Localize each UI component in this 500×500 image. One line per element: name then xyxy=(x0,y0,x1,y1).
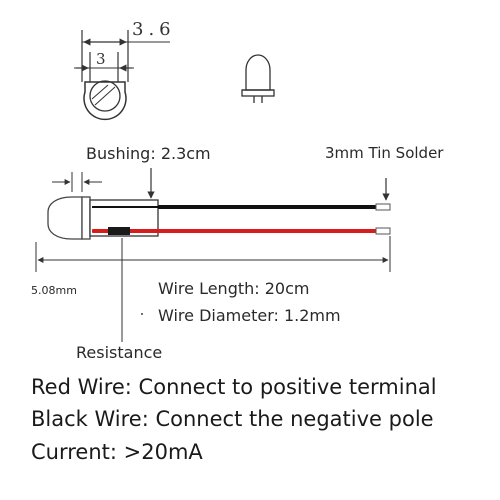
black-wire xyxy=(158,205,376,209)
tin-solder-label: 3mm Tin Solder xyxy=(325,144,444,162)
length-dimension xyxy=(35,236,391,272)
red-wire xyxy=(92,229,376,233)
resistance-label: Resistance xyxy=(76,343,163,362)
current-note: Current: >20mA xyxy=(31,440,203,464)
bushing-label: Bushing: 2.3cm xyxy=(86,144,211,163)
dim-inner-label: 3 xyxy=(96,50,106,68)
black-wire-note: Black Wire: Connect the negative pole xyxy=(31,407,434,431)
led-dome xyxy=(47,196,83,240)
red-wire-note: Red Wire: Connect to positive terminal xyxy=(31,375,437,399)
dim-outer-label: 3.6 xyxy=(132,19,176,40)
wire-length-label: Wire Length: 20cm xyxy=(158,279,310,298)
tin-solder-black xyxy=(375,203,391,211)
led-top-view xyxy=(74,30,170,121)
tin-solder-red xyxy=(375,227,391,235)
resistor xyxy=(108,227,130,235)
pitch-label: 5.08mm xyxy=(31,284,77,297)
wire-diameter-label: Wire Diameter: 1.2mm xyxy=(158,306,341,325)
led-side-view xyxy=(241,54,275,103)
